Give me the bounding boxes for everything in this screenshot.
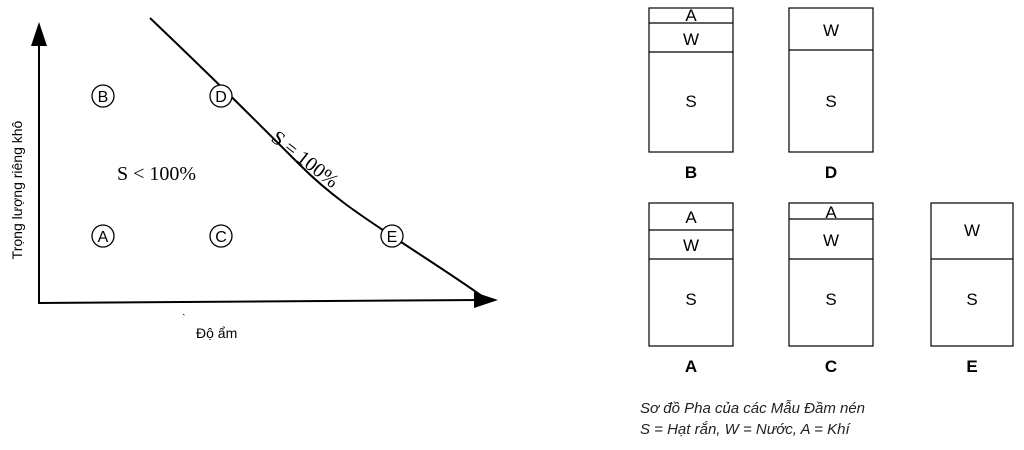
tick-mark: ˋ [182, 313, 186, 325]
phase-box-E: W S E [930, 202, 1014, 376]
point-D: D [209, 84, 233, 108]
x-axis-label: Độ ẩm [196, 325, 237, 341]
phase-box-label: A [685, 357, 697, 376]
caption-line-2: S = Hạt rắn, W = Nước, A = Khí [640, 421, 850, 438]
compaction-graph: Trọng lượng riêng khô ˋ Độ ẩm S < 100% S… [9, 17, 498, 341]
layer-solid: S [825, 290, 836, 309]
phase-box-D: W S D [788, 7, 874, 182]
point-C: C [209, 224, 233, 248]
layer-water: W [823, 21, 839, 40]
layer-air: A [825, 203, 837, 222]
y-axis-arrowhead [31, 22, 47, 46]
svg-text:B: B [98, 89, 109, 106]
point-E: E [380, 224, 404, 248]
layer-air: A [685, 6, 697, 25]
caption: Sơ đồ Pha của các Mẫu Đầm nén S = Hạt rắ… [640, 398, 865, 440]
point-B: B [91, 84, 115, 108]
layer-water: W [964, 221, 980, 240]
phase-box-label: B [685, 163, 697, 182]
x-axis [37, 299, 481, 304]
caption-line-1: Sơ đồ Pha của các Mẫu Đầm nén [640, 400, 866, 417]
phase-box-label: D [825, 163, 837, 182]
region-label: S < 100% [117, 163, 196, 185]
layer-solid: S [685, 92, 696, 111]
y-axis-label: Trọng lượng riêng khô [9, 120, 25, 259]
layer-solid: S [966, 290, 977, 309]
phase-box-B: A W S B [648, 6, 734, 182]
layer-water: W [683, 30, 699, 49]
svg-text:A: A [98, 229, 109, 246]
svg-text:D: D [215, 89, 227, 106]
layer-solid: S [825, 92, 836, 111]
phase-box-C: A W S C [788, 202, 874, 376]
phase-box-label: E [966, 357, 977, 376]
point-A: A [91, 224, 115, 248]
layer-water: W [823, 231, 839, 250]
layer-solid: S [685, 290, 696, 309]
layer-air: A [685, 208, 697, 227]
svg-text:E: E [387, 229, 398, 246]
layer-water: W [683, 236, 699, 255]
phase-box-label: C [825, 357, 837, 376]
x-axis-arrowhead [474, 292, 498, 308]
phase-box-A: A W S A [648, 202, 734, 376]
curve-label: S = 100% [267, 127, 343, 193]
svg-text:C: C [215, 229, 227, 246]
